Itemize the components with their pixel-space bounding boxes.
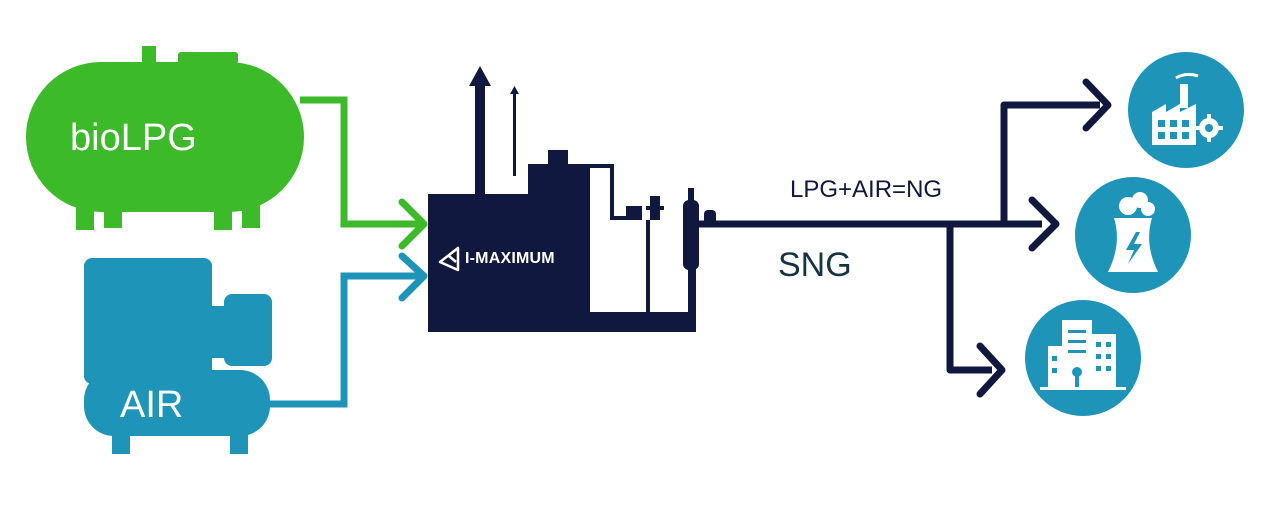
sng-label: SNG [778,246,852,284]
air-compressor [84,258,272,454]
biolpg-pipe [300,96,420,228]
outlet-arrowheads [976,78,1112,398]
formula-label: LPG+AIR=NG [790,176,942,203]
air-arrowhead [398,252,428,302]
factory-gear-icon [1128,52,1244,168]
mixer-unit [428,66,716,332]
brand-label: I-MAXIMUM [465,250,555,267]
air-pipe [268,272,420,408]
biolpg-tank [26,46,304,230]
air-label: AIR [120,384,183,426]
city-buildings-icon [1025,300,1141,416]
i-maximum-logo-icon [438,246,460,272]
biolpg-arrowhead [398,198,428,250]
outlet-pipes [696,101,1100,374]
power-plant-icon [1075,177,1191,293]
biolpg-label: bioLPG [70,117,197,159]
